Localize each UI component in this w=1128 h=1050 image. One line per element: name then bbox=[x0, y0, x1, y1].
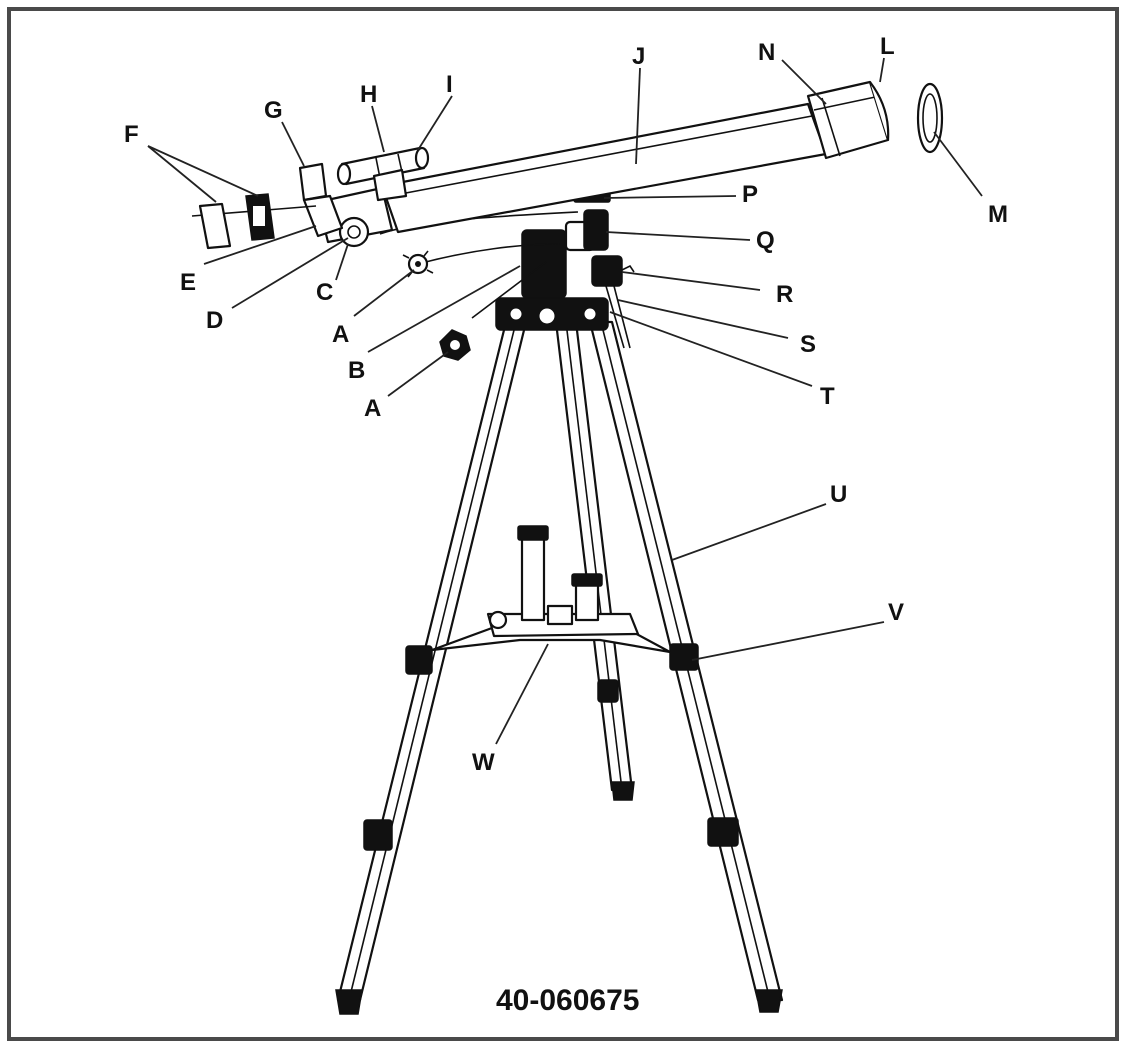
callout-b: B bbox=[348, 357, 365, 384]
callout-t: T bbox=[820, 383, 835, 410]
callout-l: L bbox=[880, 33, 895, 60]
callout-s: S bbox=[800, 331, 816, 358]
callout-n: N bbox=[758, 39, 775, 66]
callout-q: Q bbox=[756, 227, 775, 254]
telescope bbox=[191, 80, 944, 250]
callout-i: I bbox=[446, 71, 453, 98]
tripod-foot bbox=[755, 989, 783, 1013]
callout-c: C bbox=[316, 279, 333, 306]
callout-w: W bbox=[472, 749, 495, 776]
callout-v: V bbox=[888, 599, 904, 626]
tension-knob-q bbox=[583, 209, 609, 251]
eyepiece-small bbox=[546, 604, 574, 626]
tripod-foot bbox=[611, 781, 635, 801]
leg-clamp bbox=[707, 817, 739, 847]
callout-p: P bbox=[742, 181, 758, 208]
callout-d: D bbox=[206, 307, 223, 334]
leg-clamp bbox=[597, 679, 619, 703]
leader-lines bbox=[147, 57, 983, 745]
focus-knob bbox=[338, 216, 370, 248]
callout-u: U bbox=[830, 481, 847, 508]
callout-r: R bbox=[776, 281, 793, 308]
finder-scope bbox=[336, 146, 430, 202]
callout-h: H bbox=[360, 81, 377, 108]
diagonal bbox=[298, 162, 328, 202]
callout-m: M bbox=[988, 201, 1008, 228]
callout-e: E bbox=[180, 269, 196, 296]
knob-a-upper bbox=[402, 250, 434, 278]
tripod-foot bbox=[335, 989, 363, 1015]
callout-a-upper: A bbox=[332, 321, 349, 348]
callout-j: J bbox=[632, 43, 645, 70]
callout-a-lower: A bbox=[364, 395, 381, 422]
eyepiece-tall bbox=[520, 528, 546, 622]
tripod bbox=[335, 297, 784, 1015]
lens-cap-m bbox=[916, 82, 944, 154]
callout-g: G bbox=[264, 97, 283, 124]
eyepiece-f1 bbox=[198, 202, 232, 250]
leg-clamp bbox=[669, 643, 699, 671]
accessory-tray bbox=[430, 525, 672, 654]
leg-clamp bbox=[363, 819, 393, 851]
callout-f: F bbox=[124, 121, 139, 148]
knob-r bbox=[591, 255, 623, 287]
model-number: 40-060675 bbox=[496, 984, 639, 1017]
leg-clamp bbox=[405, 645, 433, 675]
callout-labels: F G H I J N L M P Q R S T E C D A B A U … bbox=[124, 33, 1008, 776]
